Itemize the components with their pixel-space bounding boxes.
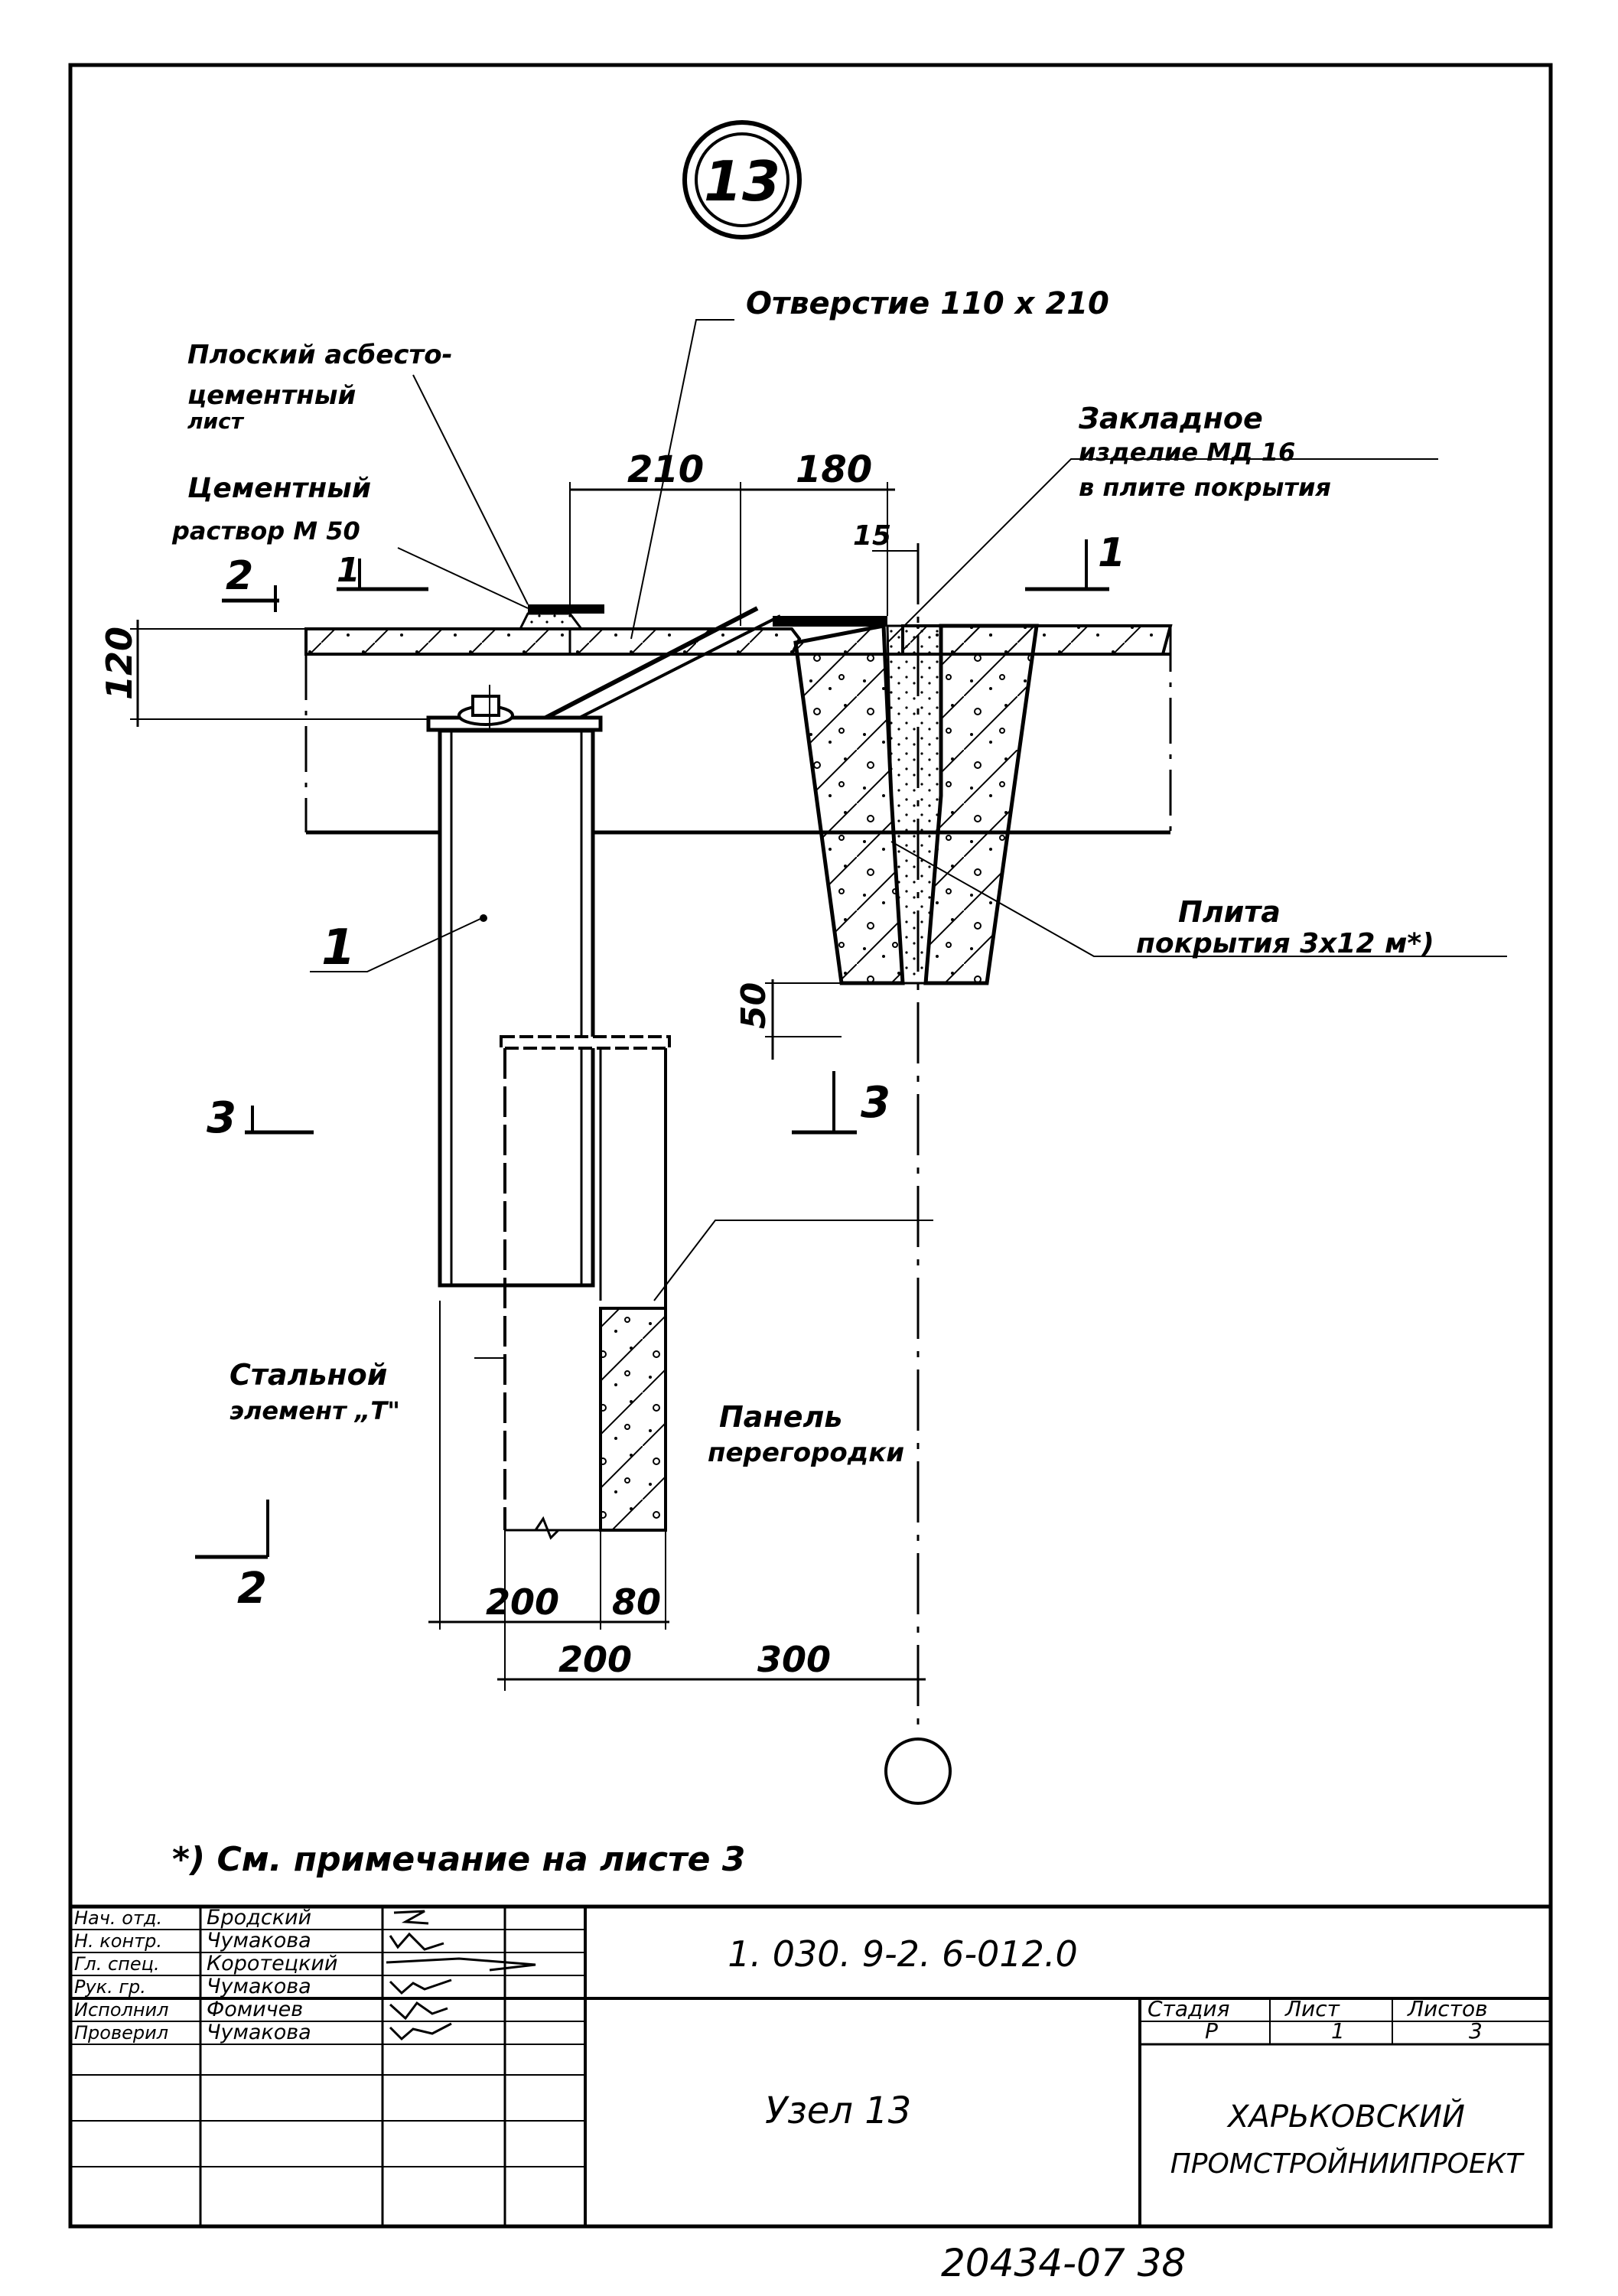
title-block-row-5: Исполнил Фомичев [74,1998,303,2021]
title-block [68,1904,1553,2229]
section-markers [195,539,1109,1559]
title-block-row-6: Проверил Чумакова [74,2021,311,2044]
dimension-50: 50 [734,982,773,1029]
slab-rib [793,624,1039,985]
name-label: Чумакова [207,1929,311,1952]
mortar-label-1: Цементный [187,473,371,504]
document-code: 1. 030. 9-2. 6-012.0 [728,1933,1077,1975]
dimension-210: 210 [627,448,704,491]
embedded-label-2: изделие МД 16 [1079,438,1295,467]
leader-lines [310,319,1507,1359]
sheet-header: Лист [1284,1996,1340,2021]
dimension-120: 120 [99,627,140,700]
embedded-label-3: в плите покрытия [1079,473,1331,502]
asbestos-label-3: лист [187,409,245,434]
name-label: Чумакова [207,2021,311,2044]
role-label: Исполнил [74,1999,169,2021]
title-block-row-1: Нач. отд. Бродский [74,1906,311,1930]
section-1-left: 1 [337,551,360,590]
axis-line [884,543,952,1805]
mortar-label-2: раствор М 50 [171,516,360,546]
section-3-right: 3 [861,1078,890,1128]
node-number: 13 [704,149,780,213]
dimension-200-lower: 200 [558,1639,632,1680]
panel-label-2: перегородки [708,1438,904,1468]
title-block-row-3: Гл. спец. Коротецкий [74,1952,337,1975]
dimension-180: 180 [796,448,872,491]
steel-element-label-2: элемент „Т" [230,1396,400,1425]
role-label: Рук. гр. [74,1976,146,1998]
slab-label-2: покрытия 3x12 м*) [1136,928,1434,959]
sheet-value: 1 [1331,2018,1345,2044]
node-callout: 13 [682,120,802,239]
role-label: Н. контр. [74,1930,162,1952]
role-label: Гл. спец. [74,1953,160,1975]
member-number-label: 1 [321,920,356,976]
section-1-right: 1 [1098,530,1125,576]
name-label: Фомичев [207,1998,303,2021]
slab-label-1: Плита [1178,895,1281,929]
asbestos-label-2: цементный [187,380,356,411]
section-2-top: 2 [226,553,253,599]
sheets-value: 3 [1469,2018,1483,2044]
archive-number: 20434-07 38 [941,2241,1186,2285]
title-block-row-2: Н. контр. Чумакова [74,1929,311,1952]
name-label: Коротецкий [207,1952,337,1975]
title-block-row-4: Рук. гр. Чумакова [74,1975,311,1998]
asbestos-sheet [518,604,604,654]
dimension-300: 300 [757,1639,831,1680]
name-label: Чумакова [207,1975,311,1998]
role-label: Проверил [74,2022,168,2044]
footnote: *) См. примечание на листе 3 [172,1840,745,1879]
organization-line-1: ХАРЬКОВСКИЙ [1226,2098,1465,2135]
dimension-80: 80 [612,1581,661,1623]
dimension-15: 15 [853,520,891,552]
organization-line-2: ПРОМСТРОЙНИИПРОЕКТ [1170,2148,1525,2180]
sheet-title: Узел 13 [765,2089,911,2132]
steel-element-label-1: Стальной [230,1358,387,1392]
panel-label-1: Панель [719,1400,842,1434]
signatures [386,1910,536,2041]
dimension-200-upper: 200 [486,1581,559,1623]
stage-header: Стадия [1148,1996,1229,2021]
steel-element-t [438,728,595,1288]
section-2-bottom: 2 [237,1564,267,1614]
embedded-label-1: Закладное [1078,402,1263,435]
asbestos-label-1: Плоский асбесто- [187,340,453,370]
sheets-header: Листов [1407,1996,1488,2021]
role-label: Нач. отд. [74,1907,162,1929]
opening-label: Отверстие 110 x 210 [746,286,1109,321]
dimension-lines [130,482,926,1691]
partition-panel [599,1307,667,1532]
section-3-left: 3 [207,1093,236,1143]
partition-frame [500,1035,671,1540]
name-label: Бродский [207,1906,311,1930]
stage-value: Р [1205,2018,1218,2044]
